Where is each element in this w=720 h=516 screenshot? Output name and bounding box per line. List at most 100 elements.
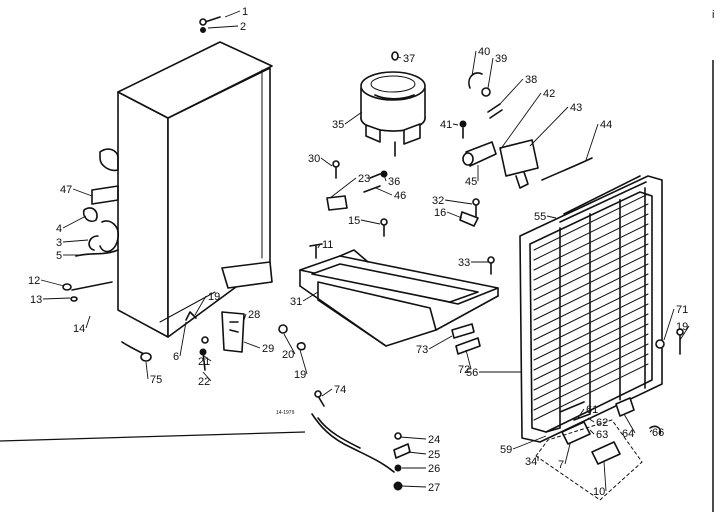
coil-tube	[533, 313, 649, 371]
callout-75: 75	[150, 374, 162, 386]
callout-46: 46	[394, 190, 406, 202]
callout-26: 26	[428, 463, 440, 475]
leader-line-10	[603, 461, 607, 492]
callout-7: 7	[558, 459, 564, 471]
coil-tube	[533, 293, 649, 351]
coil-tube	[533, 263, 649, 321]
base-frame	[299, 243, 499, 347]
leader-line-37	[397, 56, 402, 59]
callout-44: 44	[600, 119, 612, 131]
callout-45: 45	[465, 176, 477, 188]
coil-tube	[533, 323, 649, 381]
coil-tube	[533, 343, 649, 401]
leader-line-64	[623, 413, 636, 434]
coil-tube	[533, 303, 649, 361]
leader-line-39	[487, 57, 494, 89]
callout-73: 73	[416, 344, 428, 356]
callout-47: 47	[60, 184, 72, 196]
coil-tube	[533, 233, 649, 291]
leader-line-27	[401, 485, 427, 488]
callout-56: 56	[466, 367, 478, 379]
callout-22: 22	[198, 376, 210, 388]
leader-line-4	[62, 215, 87, 229]
leader-line-62	[587, 417, 595, 423]
coil-tube	[533, 203, 649, 261]
callout-36: 36	[388, 176, 400, 188]
leader-line-1	[224, 10, 241, 18]
callout-27: 27	[428, 482, 440, 494]
callout-19: 19	[676, 321, 688, 333]
leader-line-55	[546, 215, 557, 219]
leader-line-41	[452, 123, 459, 126]
callout-11: 11	[322, 239, 333, 251]
cabinet-assembly	[62, 41, 273, 338]
power-cord	[311, 390, 411, 491]
leader-line-28	[243, 313, 247, 321]
leader-line-25	[407, 451, 427, 455]
leader-line-6	[179, 321, 187, 357]
leader-line-42	[499, 92, 542, 151]
callout-21: 21	[198, 356, 210, 368]
callout-66: 66	[652, 427, 664, 439]
callout-38: 38	[525, 74, 537, 86]
leader-line-23	[329, 177, 357, 199]
callout-28: 28	[248, 309, 260, 321]
callout-1: 1	[242, 6, 248, 18]
callout-24: 24	[428, 434, 440, 446]
plugs-72-73	[451, 323, 481, 355]
leader-line-38	[499, 78, 524, 105]
leader-line-19	[299, 349, 308, 375]
coil-tube	[533, 193, 649, 251]
divider-line	[0, 431, 306, 442]
callout-32: 32	[432, 195, 444, 207]
callout-72: 72	[458, 364, 470, 376]
leader-line-63	[589, 429, 595, 435]
callout-59: 59	[500, 444, 512, 456]
leader-line-7	[564, 443, 571, 465]
callout-19: 19	[208, 291, 220, 303]
leader-line-31	[302, 291, 319, 302]
lower-left-parts	[121, 311, 306, 371]
small-note: 14-1979	[276, 410, 295, 416]
callout-2: 2	[240, 21, 246, 33]
compressor	[360, 51, 426, 157]
callout-41: 41	[440, 119, 452, 131]
leader-line-22	[202, 371, 212, 382]
callout-40: 40	[478, 46, 490, 58]
callout-74: 74	[334, 384, 346, 396]
callout-39: 39	[495, 53, 507, 65]
coil-tube	[533, 213, 649, 271]
leader-line-16	[446, 211, 463, 219]
callout-13: 13	[30, 294, 42, 306]
leader-line-29	[243, 341, 261, 349]
callout-71: 71	[676, 304, 688, 316]
callout-19: 19	[294, 369, 306, 381]
leader-line-61	[577, 408, 585, 419]
leader-line-19	[194, 295, 207, 316]
leader-line-44	[585, 123, 599, 161]
leader-line-43	[529, 106, 569, 147]
leader-line-15	[360, 219, 381, 225]
condenser-coil	[519, 175, 684, 443]
leader-line-3	[62, 239, 89, 243]
callout-64: 64	[622, 428, 634, 440]
callout-29: 29	[262, 343, 274, 355]
leader-lines	[40, 10, 690, 492]
callout-34: 34	[525, 456, 537, 468]
mounting-hardware	[326, 160, 388, 237]
screws-32-16-33	[459, 198, 495, 275]
leader-line-36	[383, 174, 387, 182]
coil-tube	[533, 253, 649, 311]
leader-line-74	[321, 388, 333, 397]
callout-23: 23	[358, 173, 370, 185]
leader-line-66	[649, 429, 653, 433]
callout-61: 61	[586, 404, 598, 416]
callout-5: 5	[56, 250, 62, 262]
callout-10: 10	[593, 486, 605, 498]
relay-overload-parts	[459, 72, 593, 189]
callout-33: 33	[458, 257, 470, 269]
corner-mark: i	[712, 9, 714, 21]
leader-line-21	[203, 355, 212, 362]
callout-55: 55	[534, 211, 546, 223]
